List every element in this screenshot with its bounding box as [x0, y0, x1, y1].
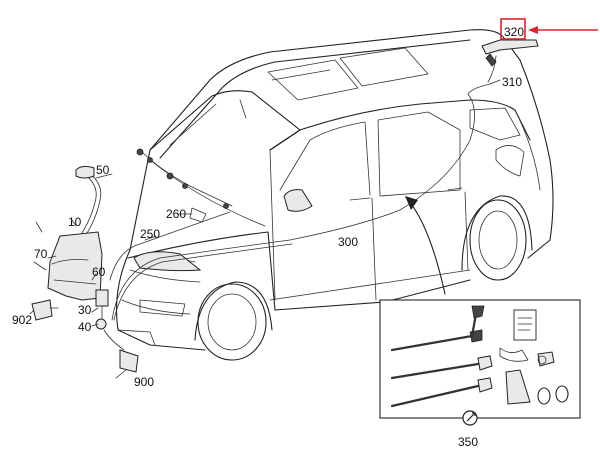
- label-250: 250: [140, 227, 160, 241]
- label-30: 30: [78, 303, 92, 317]
- label-320: 320: [504, 25, 524, 39]
- label-310: 310: [502, 75, 522, 89]
- repair-kit-box: [379, 299, 581, 419]
- label-60: 60: [92, 265, 106, 279]
- label-900: 900: [134, 375, 154, 389]
- kit-callout-arrowhead: [405, 196, 418, 210]
- wrench-icon: [462, 410, 478, 426]
- rear-washer-nozzle: [481, 39, 539, 67]
- label-902: 902: [12, 313, 32, 327]
- kit-callout-arrow: [407, 199, 446, 295]
- washer-hoses: [109, 55, 497, 321]
- label-300: 300: [338, 235, 358, 249]
- label-70: 70: [34, 247, 48, 261]
- vehicle-outline: [116, 29, 554, 361]
- label-50: 50: [96, 163, 110, 177]
- washer-jets: [136, 148, 229, 223]
- washer-reservoir: [31, 165, 139, 373]
- label-260: 260: [166, 207, 186, 221]
- label-350: 350: [458, 435, 478, 449]
- label-40: 40: [78, 320, 92, 334]
- highlight-box-320: [500, 18, 526, 40]
- leader-lines: [29, 79, 501, 379]
- arrow-left-icon-head: [528, 26, 538, 34]
- label-10: 10: [68, 215, 82, 229]
